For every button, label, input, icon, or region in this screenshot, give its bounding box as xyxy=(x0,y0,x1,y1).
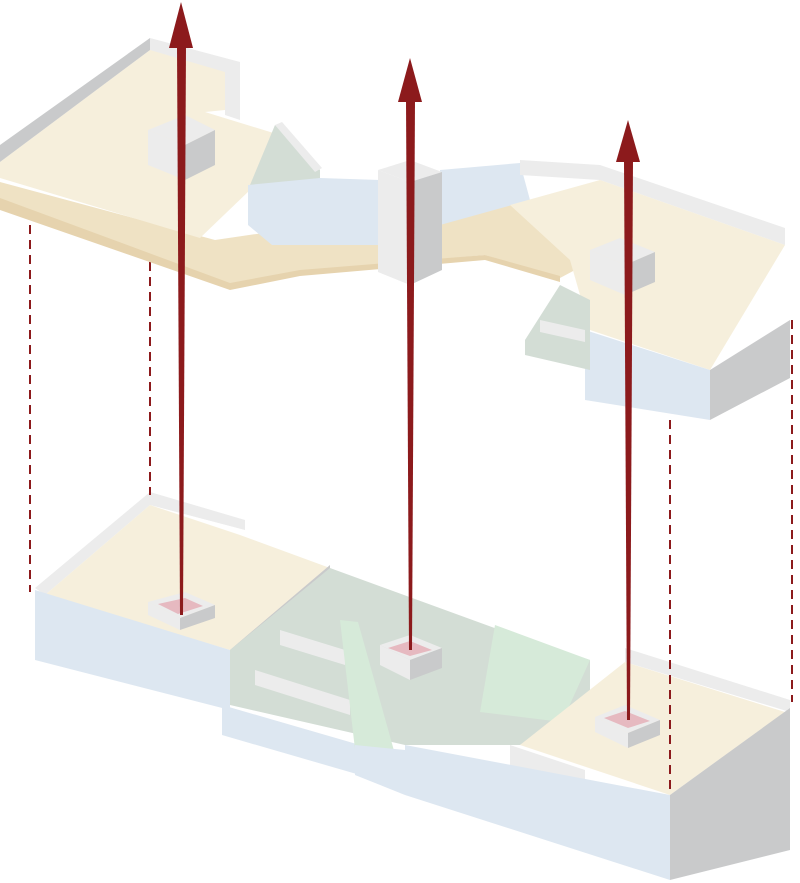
upper-box-right xyxy=(590,238,655,295)
lower-green-panel-2 xyxy=(480,625,590,722)
lower-stair-1 xyxy=(280,630,345,665)
arrow-left xyxy=(169,2,193,615)
upper-level xyxy=(0,38,790,420)
arrow-right xyxy=(616,120,640,720)
upper-left-edge xyxy=(0,38,150,162)
lower-right-front xyxy=(405,745,670,880)
lower-stair-shaft xyxy=(355,745,405,795)
lower-right-back-wall xyxy=(625,648,790,712)
arrow-shaft xyxy=(624,160,633,720)
dashed-guides xyxy=(29,225,793,792)
upper-left-top xyxy=(0,50,280,238)
lower-left-top xyxy=(45,505,330,650)
upper-right-front xyxy=(585,330,710,420)
arrow-shaft xyxy=(177,45,186,615)
upper-glass-right xyxy=(440,163,530,225)
upper-right-side xyxy=(710,320,790,420)
arrow-head-icon xyxy=(169,2,193,48)
upper-center-shaft xyxy=(378,160,442,285)
arrows xyxy=(169,2,640,720)
lower-left-front xyxy=(35,590,230,710)
upper-left-stairs xyxy=(250,125,320,185)
upper-right-step xyxy=(540,320,585,342)
lower-right-side xyxy=(670,708,790,880)
upper-right-back-wall xyxy=(520,160,785,245)
arrow-head-icon xyxy=(398,58,422,102)
upper-stair-steps xyxy=(275,122,322,172)
lower-stair-2 xyxy=(255,670,350,715)
lower-middle-front xyxy=(222,705,360,775)
upper-glass-left xyxy=(248,178,380,245)
arrow-shaft xyxy=(406,100,415,650)
arrow-center xyxy=(398,58,422,650)
upper-corridor-edge xyxy=(0,198,560,290)
lower-left-back-wall xyxy=(35,492,245,595)
arrow-head-icon xyxy=(616,120,640,162)
